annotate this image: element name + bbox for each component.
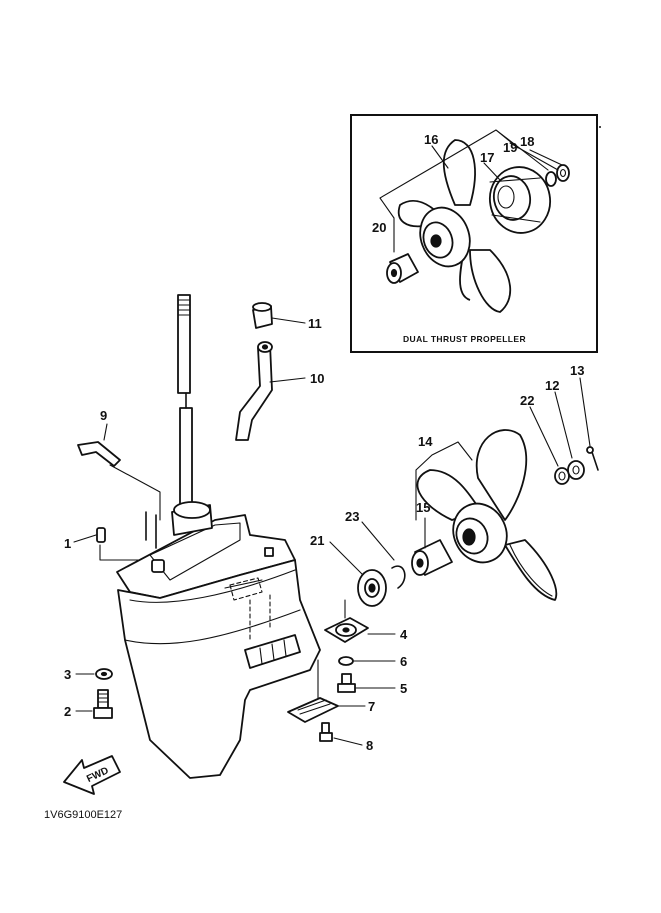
part-22-washer: 22 xyxy=(520,393,570,485)
part-12-nut: 12 xyxy=(545,378,585,480)
part-8-bolt: 8 xyxy=(319,722,373,753)
part-21-bearing: 21 xyxy=(310,533,387,607)
part-6-washer: 6 xyxy=(338,654,407,669)
callout-22: 22 xyxy=(520,393,534,408)
callout-18: 18 xyxy=(520,134,534,149)
drive-shaft xyxy=(177,294,193,514)
callout-8: 8 xyxy=(366,738,373,753)
callout-1: 1 xyxy=(64,536,71,551)
callout-19: 19 xyxy=(503,140,517,155)
callout-12: 12 xyxy=(545,378,559,393)
part-2-bolt: 2 xyxy=(64,689,113,719)
part-13-cotter-pin: 13 xyxy=(570,363,599,471)
callout-7: 7 xyxy=(368,699,375,714)
callout-10: 10 xyxy=(310,371,324,386)
callout-9: 9 xyxy=(100,408,107,423)
callout-13: 13 xyxy=(570,363,584,378)
callout-17: 17 xyxy=(480,150,494,165)
callout-23: 23 xyxy=(345,509,359,524)
part-11-grommet: 11 xyxy=(252,302,322,331)
part-9-plate: 9 xyxy=(77,408,161,521)
part-10-water-tube: 10 xyxy=(235,341,324,441)
part-5-bolt: 5 xyxy=(337,673,407,696)
callout-2: 2 xyxy=(64,704,71,719)
part-3-washer: 3 xyxy=(64,667,113,682)
callout-5: 5 xyxy=(400,681,407,696)
callout-14: 14 xyxy=(418,434,433,449)
part-23-clip: 23 xyxy=(345,509,406,589)
diagram-code: 1V6G9100E127 xyxy=(44,809,122,821)
callout-21: 21 xyxy=(310,533,324,548)
callout-16: 16 xyxy=(424,132,438,147)
part-4-anode: 4 xyxy=(324,599,408,643)
callout-6: 6 xyxy=(400,654,407,669)
callout-11: 11 xyxy=(308,316,322,331)
inset-title: DUAL THRUST PROPELLER xyxy=(403,334,526,344)
dual-thrust-propeller-inset: 16 17 18 19 20 DUAL THRUST PROPELLER xyxy=(350,114,598,353)
callout-4: 4 xyxy=(400,627,408,642)
callout-3: 3 xyxy=(64,667,71,682)
lower-casing xyxy=(116,501,321,779)
part-14-propeller: 14 xyxy=(415,429,558,601)
part-1-pin: 1 xyxy=(64,527,141,561)
fwd-direction-arrow: FWD xyxy=(63,755,121,795)
callout-20: 20 xyxy=(372,220,386,235)
part-7-trim-tab: 7 xyxy=(287,659,375,723)
